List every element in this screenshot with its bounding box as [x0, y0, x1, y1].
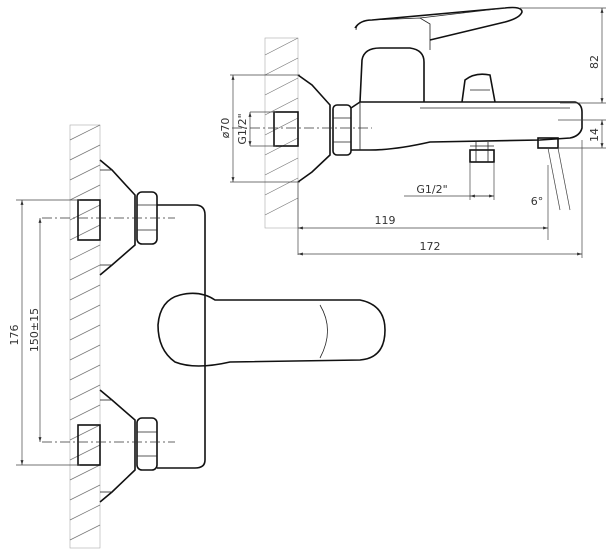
dim-spout-depth: 14 [588, 128, 601, 142]
dim-wall-diameter: ø70 [219, 118, 232, 139]
dim-reach-172: 172 [420, 240, 441, 253]
dim-reach-119: 119 [375, 214, 396, 227]
front-view: 176 150±15 [8, 124, 386, 549]
dim-thread-inlet: G1/2" [236, 113, 249, 144]
dim-top-height: 82 [588, 55, 601, 69]
dim-spacing: 150±15 [28, 308, 41, 352]
dim-thread-outlet: G1/2" [416, 183, 447, 196]
dim-angle: 6° [531, 195, 544, 208]
wall-hatching-front [69, 124, 101, 549]
wall-hatching-side [264, 37, 299, 229]
side-view: ø70 G1/2" 82 14 G1/2" 6° 119 1 [219, 6, 606, 258]
dim-height-total: 176 [8, 325, 21, 346]
